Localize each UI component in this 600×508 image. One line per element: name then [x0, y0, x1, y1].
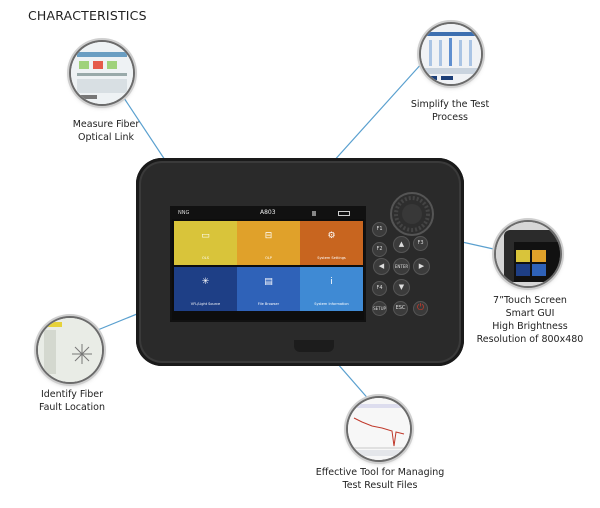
down-arrow-key[interactable]: ▼: [393, 279, 410, 296]
rotary-knob[interactable]: [388, 190, 436, 238]
caption-line: Simplify the Test: [410, 99, 490, 110]
device-screen[interactable]: NNG A803 ▭ OLS ⊟ OLP ⚙ System Settings ✳…: [170, 206, 366, 322]
key-f4[interactable]: F4: [372, 281, 387, 296]
caption-line: Measure Fiber: [72, 119, 140, 130]
caption-line: 7”Touch Screen: [493, 295, 567, 306]
tile-label: System Settings: [317, 256, 346, 260]
caption-line: Optical Link: [77, 132, 135, 143]
page-heading: CHARACTERISTICS: [28, 8, 147, 23]
bubble-simplify-screen: [421, 24, 481, 84]
folder-icon: ▤: [264, 277, 273, 287]
tile-ols[interactable]: ▭ OLS: [174, 221, 237, 265]
tile-system-information[interactable]: ⅰ System Information: [300, 267, 363, 311]
vfl-icon: ✳: [201, 277, 210, 287]
caption-identify: Identify Fiber Fault Location: [22, 388, 122, 414]
caption-line: Process: [431, 112, 469, 123]
caption-line: Identify Fiber: [40, 389, 104, 400]
caption-line: Test Result Files: [342, 480, 418, 491]
tile-label: OLP: [265, 256, 272, 260]
caption-line: Smart GUI: [505, 308, 555, 319]
gear-icon: ⚙: [327, 231, 336, 241]
bubble-touch-screen: [496, 222, 560, 286]
setup-key[interactable]: SETUP: [372, 301, 387, 316]
simplify-screen-thumbnail: [421, 24, 481, 84]
brand-logo: NNG: [178, 210, 190, 216]
caption-manage: Effective Tool for Managing Test Result …: [300, 466, 460, 492]
tile-label: System Information: [314, 302, 349, 306]
enter-key[interactable]: ENTER: [393, 258, 410, 275]
battery-icon: [338, 211, 350, 216]
bubble-measure-screen: [71, 42, 133, 104]
bubble-manage-screen: [348, 398, 410, 460]
caption-line: Fault Location: [39, 402, 105, 413]
tile-olp[interactable]: ⊟ OLP: [237, 221, 300, 265]
info-icon: ⅰ: [330, 277, 333, 287]
tile-file-browser[interactable]: ▤ File Browser: [237, 267, 300, 311]
caption-touch: 7”Touch Screen Smart GUI High Brightness…: [465, 294, 595, 346]
esc-key[interactable]: ESC: [393, 301, 408, 316]
tile-vfl[interactable]: ✳ VFL/Light Source: [174, 267, 237, 311]
caption-line: High Brightness: [492, 321, 568, 332]
caption-simplify: Simplify the Test Process: [395, 98, 505, 124]
screen-status-bar: NNG A803: [172, 208, 364, 219]
tile-system-settings[interactable]: ⚙ System Settings: [300, 221, 363, 265]
key-f3[interactable]: F3: [413, 236, 428, 251]
device-bottom-clip: [294, 340, 334, 352]
caption-measure: Measure Fiber Optical Link: [56, 118, 156, 144]
caption-line: Resolution of 800x480: [476, 334, 584, 345]
measure-screen-thumbnail: [71, 42, 133, 104]
model-name: A803: [260, 209, 276, 216]
bubble-identify-screen: [38, 318, 102, 382]
manage-screen-thumbnail: [348, 398, 410, 460]
right-arrow-key[interactable]: ▶: [413, 258, 430, 275]
power-button[interactable]: ⏻: [413, 301, 428, 316]
touch-screen-thumbnail: [496, 222, 560, 286]
left-arrow-key[interactable]: ◀: [373, 258, 390, 275]
tile-label: VFL/Light Source: [190, 302, 221, 306]
key-f2[interactable]: F2: [372, 242, 387, 257]
light-source-icon: ▭: [201, 231, 210, 241]
identify-screen-thumbnail: [38, 318, 102, 382]
signal-icon: [312, 211, 316, 216]
caption-line: Effective Tool for Managing: [315, 467, 445, 478]
tile-label: OLS: [202, 256, 209, 260]
key-f1[interactable]: F1: [372, 222, 387, 237]
power-meter-icon: ⊟: [264, 231, 273, 241]
up-arrow-key[interactable]: ▲: [393, 236, 410, 253]
tile-label: File Browser: [257, 302, 280, 306]
